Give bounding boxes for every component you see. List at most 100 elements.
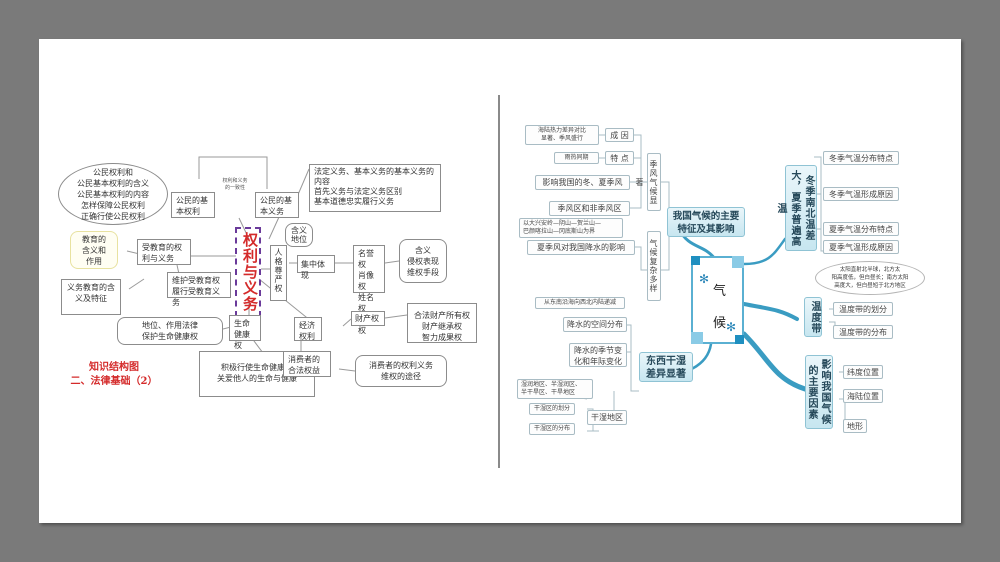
corner-square (691, 256, 700, 265)
bubble-line: 保护生命健康权 (142, 332, 198, 341)
factor-item-2: 海陆位置 (843, 389, 883, 403)
right-item: 姓名权 (358, 293, 374, 313)
economic-rights-box: 经济权利 (294, 317, 322, 341)
temp-note-bubble: 太阳直射北半球，北方太 阳高度低，但白昼长；南方太阳 高度大，但白昼短于北方地区 (815, 261, 925, 295)
box-line: 关爱他人的生命与健康 (217, 374, 297, 383)
rights-list-box: 名誉权 肖像权 姓名权 隐私权 (353, 245, 385, 335)
note-line: 巴颜喀拉山—冈底斯山为界 (523, 228, 596, 235)
education-rights-box: 受教育的权利与义务 (137, 239, 191, 265)
bubble-line: 公民基本权利的含义 (77, 178, 149, 188)
bubble-line: 维权手段 (407, 267, 439, 277)
note-line: 高度大，但白昼短于北方地区 (834, 283, 906, 289)
bubble-line: 正确行使公民权利 (81, 211, 145, 221)
bubble-line: 公民基本权利的内容 (77, 189, 149, 199)
pinwheel-icon: ✻ (726, 320, 737, 334)
box-label: 消费者的合法权益 (288, 355, 320, 375)
box-line: 智力成果权 (422, 333, 462, 342)
property-right-box: 财产权 (351, 311, 385, 326)
features-branch-node: 我国气候的主要特征及其影响 (667, 207, 745, 237)
note-line: 太阳直射北半球，北方太 (839, 267, 901, 273)
temp-zone-item-2: 温度带的分布 (833, 325, 893, 339)
dry-wet-division-node: 干湿区的划分 (529, 403, 575, 415)
life-health-box: 生命健康权 (229, 315, 261, 350)
bubble-line: 公民权利和 (93, 167, 133, 177)
citizen-basic-duties-box: 公民的基本义务 (255, 192, 299, 218)
corner-square (735, 335, 744, 344)
slide: 公民权利和 公民基本权利的含义 公民基本权利的内容 怎样保障公民权利 正确行使公… (39, 39, 961, 523)
note-line: 以大兴安岭—阴山—贺兰山— (523, 220, 602, 227)
node-line: 化和年际变化 (574, 357, 622, 366)
bubble-line: 维权的途径 (381, 372, 421, 381)
consumer-bubble: 消费者的权利义务 维权的途径 (355, 355, 447, 387)
duties-detail-box: 法定义务、基本义务的基本义务的 内容 首先义务与法定义务区别 基本道德忠实履行义… (309, 164, 441, 212)
box-label: 经济权利 (299, 321, 315, 341)
cause-note: 海陆热力差异对比 显著、季风盛行 (525, 125, 599, 145)
box-line: 财产继承权 (422, 322, 462, 331)
center-char-hou: 候 (713, 316, 727, 331)
detail-line: 法定义务、基本义务的基本义务的 (314, 167, 434, 176)
note-line: 权利和义务 (222, 178, 248, 184)
protect-education-box: 维护受教育权 履行受教育义务 (167, 272, 231, 307)
bubble-line: 含义和 (82, 245, 106, 255)
temperature-zone-node: 温度带 (804, 297, 822, 337)
meaning-status-bubble: 含义 地位 (285, 223, 313, 247)
center-char-qi: 气 (713, 284, 727, 299)
box-line: 履行受教育义务 (172, 287, 220, 307)
climate-center-card: ✻ ✻ 气 候 (691, 256, 744, 344)
box-line: 合法财产所有权 (414, 311, 470, 320)
note-line: 的一致性 (224, 185, 245, 191)
consistency-note: 权利和义务 的一致性 (215, 178, 255, 192)
node-label: 东西干湿差异显著 (646, 356, 686, 380)
box-line: 义务教育的含 (67, 283, 115, 292)
temp-item-4: 夏季气温形成原因 (823, 240, 899, 254)
node-line: 降水的季节变 (574, 346, 622, 355)
consumer-rights-box: 消费者的合法权益 (283, 351, 331, 377)
life-health-bubble: 地位、作用法律 保护生命健康权 (117, 317, 223, 345)
boundary-note: 以大兴安岭—阴山—贺兰山— 巴颜喀拉山—冈底斯山为界 (519, 218, 623, 238)
right-item: 肖像权 (358, 271, 374, 291)
pinwheel-icon: ✻ (699, 272, 710, 286)
box-label: 财产权 (355, 314, 379, 323)
property-bubble: 合法财产所有权 财产继承权 智力成果权 (407, 303, 477, 343)
monsoon-influence-node: 影响我国的冬、夏季风 (535, 175, 630, 190)
corner-square (732, 256, 744, 268)
bubble-line: 含义 (415, 245, 431, 255)
bubble-line: 作用 (86, 256, 102, 266)
box-line: 积极行使生命健康权 (221, 363, 293, 372)
heading-line: 知识结构图 (89, 362, 139, 373)
bubble-line: 怎样保障公民权利 (81, 200, 145, 210)
rights-list-bubble: 含义 侵权表现 维权手段 (399, 239, 447, 283)
detail-line: 内容 (314, 177, 330, 186)
factors-node: 影响我国气候的主要因素 (805, 355, 833, 429)
box-label: 生命健康权 (234, 319, 250, 350)
temp-item-1: 冬季气温分布特点 (823, 151, 899, 165)
rain-seasonal-node: 降水的季节变 化和年际变化 (569, 343, 627, 367)
bubble-line: 地位 (291, 235, 307, 244)
summer-rain-node: 夏季风对我国降水的影响 (527, 240, 635, 255)
dry-wet-branch-node: 东西干湿差异显著 (639, 352, 693, 382)
detail-line: 基本道德忠实履行义务 (314, 197, 394, 206)
note-line: 半干旱区、干旱地区 (521, 389, 576, 396)
center-divider (498, 95, 500, 468)
note-line: 显著、季风盛行 (540, 135, 583, 142)
monsoon-node: 季风气候显著 (635, 153, 661, 211)
heading-line: 二、法律基础（2） (70, 376, 158, 387)
citizen-basic-rights-box: 公民的基本权利 (171, 192, 215, 218)
temperature-branch-node: 冬季南北温差大，夏季普遍高温 (775, 165, 817, 251)
box-line: 义及特征 (75, 294, 107, 303)
box-label: 公民的基本义务 (260, 196, 292, 216)
right-item: 名誉权 (358, 249, 374, 269)
box-label: 集中体现 (301, 260, 325, 280)
compulsory-education-box: 义务教育的含 义及特征 (61, 279, 121, 315)
temp-item-3: 夏季气温分布特点 (823, 222, 899, 236)
box-label: 公民的基本权利 (176, 196, 208, 216)
note-line: 海陆热力差异对比 (537, 127, 586, 134)
rain-spatial-node: 降水的空间分布 (563, 317, 627, 332)
factor-item-1: 纬度位置 (843, 365, 883, 379)
cause-node: 成 因 (605, 128, 634, 142)
factor-item-3: 地形 (843, 419, 867, 433)
note-line: 从东南沿海向西北内陆递减 (543, 299, 616, 306)
dry-wet-distribution-node: 干湿区的分布 (529, 423, 575, 435)
bubble-line: 教育的 (82, 234, 106, 244)
personality-dignity-box: 人格尊严权 (270, 245, 287, 301)
